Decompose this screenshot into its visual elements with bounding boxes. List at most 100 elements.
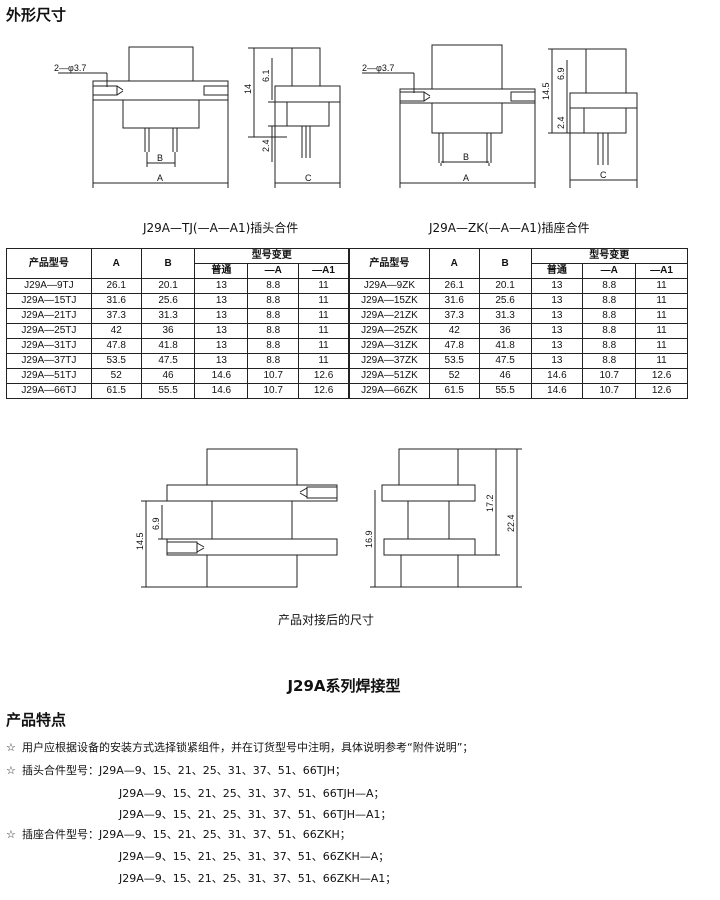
feature-model-line: J29A—9、15、21、25、31、37、51、66ZKH—A； [119,850,390,863]
table-cell: 13 [194,323,249,339]
table-cell: 12.6 [298,383,349,399]
table-cell: 41.8 [140,338,196,354]
table-cell: 13 [530,308,584,324]
zk-body [432,103,502,133]
table-cell: 8.8 [582,338,637,354]
table-cell: 41.8 [478,338,532,354]
tj-height-total: 14 [243,84,253,94]
table-cell: 8.8 [582,293,637,309]
caption-tj-plug: J29A—TJ(—A—A1)插头合件 [143,221,299,235]
table-cell: 12.6 [635,383,688,399]
table-cell: 8.8 [582,323,637,339]
table-cell: 52 [90,368,142,384]
table-cell: 46 [478,368,532,384]
mated-right-top-flange [382,485,475,501]
tj-dim-c: C [305,173,312,183]
feature-item-socket-models: ☆插座合件型号：J29A—9、15、21、25、31、37、51、66ZKH； [6,826,351,842]
table-cell: 47.8 [90,338,142,354]
table-cell: 10.7 [582,383,637,399]
zk-side-flange [570,93,637,108]
table-cell: 11 [298,338,349,354]
th-variant: 型号变更 [530,248,688,264]
table-cell: 13 [530,293,584,309]
mated-left-middle [212,501,292,539]
table-cell: J29A—31TJ [6,338,92,354]
table-cell: 13 [194,278,249,294]
zk-shell [432,45,502,89]
table-cell: 55.5 [478,383,532,399]
table-cell: 8.8 [582,308,637,324]
feature-label: 插头合件型号： [22,764,99,777]
tj-flange [93,81,228,100]
th-b: B [140,248,196,279]
table-cell: 47.5 [478,353,532,369]
tj-dim-b: B [157,153,163,163]
table-cell: 11 [635,353,688,369]
mated-left-bottom-shell [207,555,297,587]
feature-model-line: J29A—9、15、21、25、31、37、51、66ZKH； [99,828,351,841]
table-cell: J29A—9ZK [349,278,430,294]
mated-right-bottom-flange [384,539,475,555]
th-model: 产品型号 [349,248,430,279]
feature-model-line: J29A—9、15、21、25、31、37、51、66ZKH—A1； [119,872,397,885]
caption-zk-socket: J29A—ZK(—A—A1)插座合件 [429,221,590,235]
zk-side-shell [586,49,626,93]
th-variant: 型号变更 [194,248,349,264]
table-cell: J29A—25ZK [349,323,430,339]
mated-right-top-shell [399,449,458,485]
table-cell: 42 [428,323,480,339]
tj-height-upper: 6.1 [261,69,271,82]
table-cell: 10.7 [247,383,300,399]
tj-shell [129,47,193,81]
series-title: J29A系列焊接型 [287,677,401,695]
tj-mount-hole-right [204,86,228,95]
table-cell: 8.8 [247,278,300,294]
table-cell: 11 [635,278,688,294]
zk-height-upper: 6.9 [556,67,566,80]
table-cell: 36 [478,323,532,339]
th-a: A [90,248,142,279]
table-cell: 11 [635,323,688,339]
table-cell: 55.5 [140,383,196,399]
table-cell: 13 [194,353,249,369]
table-cell: 13 [530,353,584,369]
tj-side-flange [275,86,340,102]
table-cell: 11 [635,293,688,309]
table-cell: 25.6 [140,293,196,309]
th-model: 产品型号 [6,248,92,279]
table-cell: 8.8 [247,353,300,369]
tj-body [123,100,199,128]
mated-h-left-outer: 14.5 [135,532,145,550]
tj-dim-a: A [157,173,163,183]
table-cell: 13 [194,338,249,354]
mated-right-view [370,449,522,587]
th-minus-a1: —A1 [635,263,688,279]
table-cell: J29A—31ZK [349,338,430,354]
caption-mated-dimensions: 产品对接后的尺寸 [278,613,375,627]
table-cell: 8.8 [247,293,300,309]
table-cell: J29A—15TJ [6,293,92,309]
table-cell: 47.5 [140,353,196,369]
tj-side-shell [292,48,320,86]
table-cell: 12.6 [635,368,688,384]
tj-side-body [287,102,329,126]
table-cell: 53.5 [90,353,142,369]
mated-h-right-outer: 22.4 [506,514,516,532]
table-cell: 13 [194,308,249,324]
table-cell: J29A—37TJ [6,353,92,369]
table-cell: 46 [140,368,196,384]
zk-front-view [362,45,535,188]
table-cell: 61.5 [90,383,142,399]
zk-side-view [548,49,637,188]
zk-hole-note: 2—φ3.7 [362,63,394,73]
star-icon: ☆ [6,741,16,754]
table-cell: 36 [140,323,196,339]
table-cell: 10.7 [582,368,637,384]
